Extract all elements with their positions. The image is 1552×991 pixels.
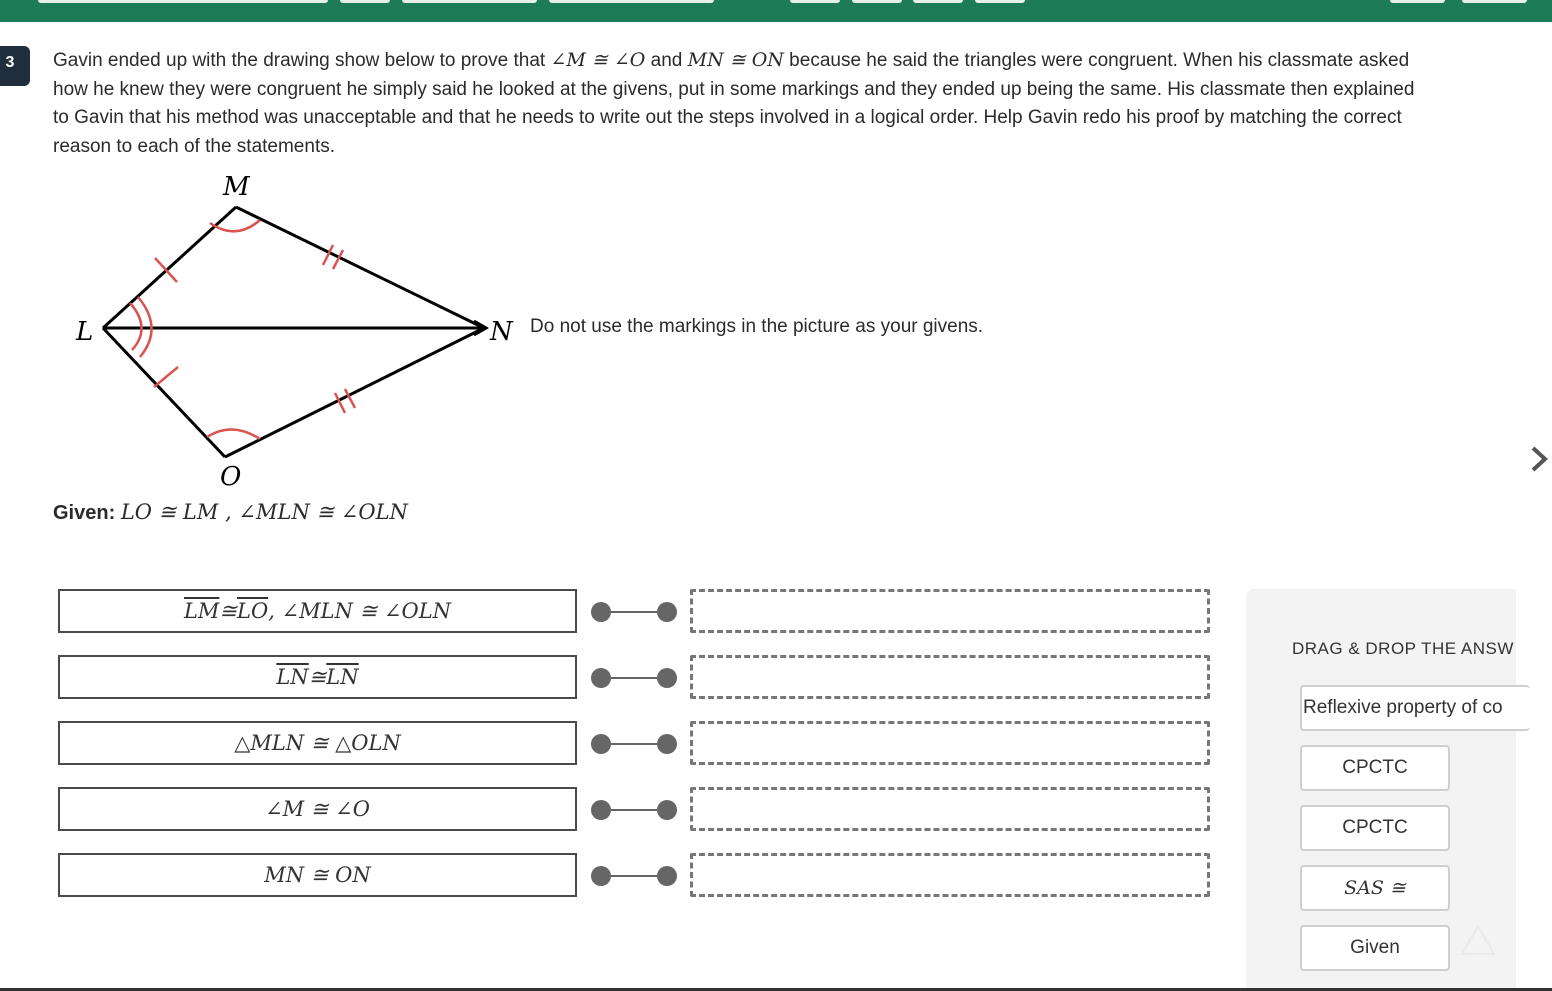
progress-tab[interactable] xyxy=(1462,0,1527,3)
statement-box: △MLN ≅ △OLN xyxy=(58,721,577,765)
answer-drop-zone[interactable] xyxy=(690,589,1210,633)
prompt-math-angles: ∠M ≅ ∠O xyxy=(550,49,646,71)
progress-tab[interactable] xyxy=(975,0,1025,3)
statement-segment: LO xyxy=(237,599,269,623)
progress-tab[interactable] xyxy=(852,0,902,3)
answer-chip-cpctc[interactable]: CPCTC xyxy=(1300,805,1450,851)
answer-chip-reflexive[interactable]: Reflexive property of co xyxy=(1300,685,1530,731)
answer-drop-zone[interactable] xyxy=(690,853,1210,897)
prompt-text: Gavin ended up with the drawing show bel… xyxy=(53,50,551,71)
statement-text: ≅ xyxy=(219,599,238,623)
statement-segment: LN xyxy=(326,665,359,689)
statement-box: ∠M ≅ ∠O xyxy=(58,787,577,831)
given-statement: LO ≅ LM , ∠MLN ≅ ∠OLN xyxy=(120,500,408,524)
connector xyxy=(591,602,677,622)
progress-tab[interactable] xyxy=(790,0,840,3)
next-arrow-icon[interactable] xyxy=(1528,444,1550,474)
top-navigation-bar xyxy=(0,0,1552,22)
progress-tab[interactable] xyxy=(340,0,390,3)
question-prompt: Gavin ended up with the drawing show bel… xyxy=(53,46,1433,161)
statement-box: MN ≅ ON xyxy=(58,853,577,897)
vertex-label-n: N xyxy=(489,317,514,347)
vertex-label-o: O xyxy=(220,462,241,492)
prompt-text: because he said the triangles were congr… xyxy=(53,50,1415,157)
warning-icon[interactable] xyxy=(1458,920,1498,960)
given-label: Given: xyxy=(53,502,116,524)
statement-text: MN ≅ ON xyxy=(264,863,371,887)
answer-drop-zone[interactable] xyxy=(690,721,1210,765)
statement-text: ∠M ≅ ∠O xyxy=(265,797,370,821)
statement-text: ≅ xyxy=(308,665,327,689)
progress-tab[interactable] xyxy=(38,0,328,3)
kite-outline xyxy=(101,205,485,459)
question-number-badge: 3 xyxy=(0,46,30,86)
answer-chip-cpctc[interactable]: CPCTC xyxy=(1300,745,1450,791)
connector xyxy=(591,734,677,754)
prompt-math-segments: MN ≅ ON xyxy=(687,49,784,71)
statement-segment: LN xyxy=(276,665,309,689)
statement-box: LN ≅ LN xyxy=(58,655,577,699)
statement-text: △MLN ≅ △OLN xyxy=(234,731,401,755)
diagram-note: Do not use the markings in the picture a… xyxy=(530,316,984,337)
congruence-marks xyxy=(129,219,357,441)
answer-bank-title: DRAG & DROP THE ANSW xyxy=(1292,639,1514,658)
answer-chip-given[interactable]: Given xyxy=(1300,925,1450,971)
connector xyxy=(591,866,677,886)
bottom-border xyxy=(0,988,1552,991)
statement-box: LM ≅ LO, ∠MLN ≅ ∠OLN xyxy=(58,589,577,633)
kite-diagram: M L N O xyxy=(75,172,514,492)
arrow-head xyxy=(473,319,489,337)
progress-tab[interactable] xyxy=(402,0,537,3)
answer-chip-sas[interactable]: SAS ≅ xyxy=(1300,865,1450,911)
connector xyxy=(591,800,677,820)
answer-drop-zone[interactable] xyxy=(690,655,1210,699)
answer-drop-zone[interactable] xyxy=(690,787,1210,831)
prompt-text: and xyxy=(645,50,688,71)
vertex-label-m: M xyxy=(222,172,251,202)
progress-tab[interactable] xyxy=(913,0,963,3)
statement-segment: LM xyxy=(183,599,220,623)
connector xyxy=(591,668,677,688)
vertex-label-l: L xyxy=(75,317,93,347)
progress-tab[interactable] xyxy=(549,0,714,3)
progress-tab[interactable] xyxy=(1390,0,1445,3)
given-line: Given: LO ≅ LM , ∠MLN ≅ ∠OLN xyxy=(53,500,408,525)
statement-text: , ∠MLN ≅ ∠OLN xyxy=(268,599,452,623)
